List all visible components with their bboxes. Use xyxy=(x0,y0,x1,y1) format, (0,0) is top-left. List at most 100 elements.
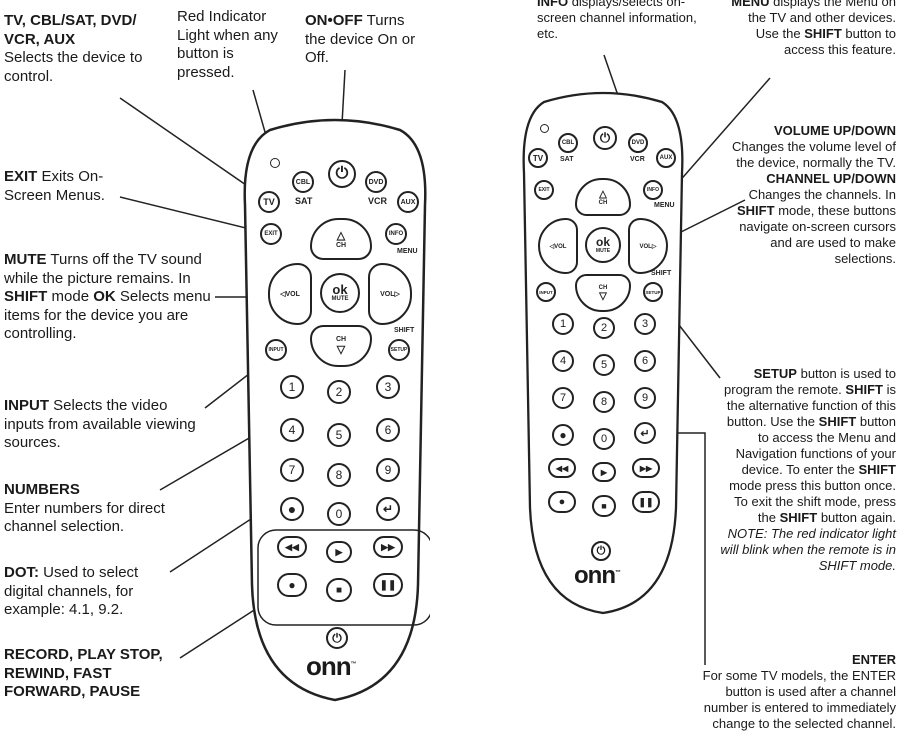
annotation-mute-title: MUTE xyxy=(4,251,47,268)
annotation-on-off-title: ON•OFF xyxy=(305,12,363,29)
digit-3-button[interactable]: 3 xyxy=(376,375,400,399)
remote-large: ⏻ TV CBL SAT DVD VCR AUX EXIT INFO MENU … xyxy=(240,115,430,705)
record-button-small[interactable]: ● xyxy=(548,491,576,513)
volume-down-button[interactable]: ◁VOL xyxy=(268,263,312,325)
pause-button[interactable]: ❚❚ xyxy=(373,573,403,597)
channel-up-label: CH xyxy=(335,242,347,249)
volume-up-label-small: VOL▷ xyxy=(639,243,657,250)
pause-icon-small: ❚❚ xyxy=(638,496,654,507)
digit-7-button[interactable]: 7 xyxy=(280,458,304,482)
annotation-playback: RECORD, PLAY STOP, REWIND, FAST FORWARD,… xyxy=(4,646,179,702)
annotation-mute-ok: OK xyxy=(93,288,116,305)
digit-4-button-small[interactable]: 4 xyxy=(552,350,574,372)
annotation-mute-text3: Selects menu items for the device you ar… xyxy=(4,288,211,342)
pause-button-small[interactable]: ❚❚ xyxy=(632,491,660,513)
aux-button-label: AUX xyxy=(400,198,416,206)
digit-3-button-small[interactable]: 3 xyxy=(634,313,656,335)
rewind-button-small[interactable]: ◀◀ xyxy=(548,458,576,478)
record-icon-small: ● xyxy=(558,496,566,508)
channel-up-button[interactable]: △ CH xyxy=(310,218,372,260)
digit-8-label-small: 8 xyxy=(600,396,608,408)
annotation-channel-title: CHANNEL UP/DOWN xyxy=(766,171,896,186)
digit-2-button-small[interactable]: 2 xyxy=(593,317,615,339)
setup-button[interactable]: SETUP xyxy=(388,339,410,361)
annotation-input: INPUT Selects the video inputs from avai… xyxy=(4,397,204,453)
digit-0-button[interactable]: 0 xyxy=(327,502,351,526)
aux-button-small[interactable]: AUX xyxy=(656,148,676,168)
annotation-setup-shift3: SHIFT xyxy=(858,462,896,477)
power-icon-small: ⏻ xyxy=(599,130,611,145)
enter-arrow-icon-small: ↵ xyxy=(640,427,650,440)
stop-button[interactable]: ■ xyxy=(326,578,352,602)
annotation-device-select-text: Selects the device to control. xyxy=(4,49,143,85)
info-button-small[interactable]: INFO xyxy=(643,180,663,200)
enter-button-small[interactable]: ↵ xyxy=(634,422,656,444)
tv-button-small-label: TV xyxy=(532,153,544,163)
aux-button-small-label: AUX xyxy=(659,155,673,161)
digit-8-button[interactable]: 8 xyxy=(327,463,351,487)
shift-label: SHIFT xyxy=(394,327,415,334)
digit-0-button-small[interactable]: 0 xyxy=(593,428,615,450)
channel-up-icon-small: △ xyxy=(599,188,607,200)
annotation-enter-title: ENTER xyxy=(851,652,896,667)
dvd-button-small[interactable]: DVD xyxy=(628,133,648,153)
dot-button[interactable]: ● xyxy=(280,497,304,521)
ok-mute-button-small[interactable]: ok MUTE xyxy=(585,227,621,263)
exit-button[interactable]: EXIT xyxy=(260,223,282,245)
tv-button-label: TV xyxy=(263,197,275,207)
setup-button-small[interactable]: SETUP xyxy=(643,282,663,302)
input-button[interactable]: INPUT xyxy=(265,339,287,361)
ok-mute-button[interactable]: ok MUTE xyxy=(320,273,360,313)
fast-forward-button[interactable]: ▶▶ xyxy=(373,536,403,558)
volume-up-button[interactable]: VOL▷ xyxy=(368,263,412,325)
digit-6-button-small[interactable]: 6 xyxy=(634,350,656,372)
power-button[interactable]: ⏻ xyxy=(328,160,356,188)
info-button[interactable]: INFO xyxy=(385,223,407,245)
enter-button[interactable]: ↵ xyxy=(376,497,400,521)
power-button-small[interactable]: ⏻ xyxy=(593,126,617,150)
tv-button-small[interactable]: TV xyxy=(528,148,548,168)
digit-6-button[interactable]: 6 xyxy=(376,418,400,442)
fast-forward-button-small[interactable]: ▶▶ xyxy=(632,458,660,478)
volume-down-button-small[interactable]: ◁VOL xyxy=(538,218,578,274)
record-icon: ● xyxy=(288,578,296,592)
cbl-button-small[interactable]: CBL xyxy=(558,133,578,153)
dot-button-small[interactable]: ● xyxy=(552,424,574,446)
dvd-button[interactable]: DVD xyxy=(365,171,387,193)
channel-up-button-small[interactable]: △ CH xyxy=(575,178,631,216)
annotation-exit-text: Exits On-Screen Menus. xyxy=(4,168,105,204)
digit-1-button[interactable]: 1 xyxy=(280,375,304,399)
rewind-button[interactable]: ◀◀ xyxy=(277,536,307,558)
cbl-button-label: CBL xyxy=(295,178,311,186)
input-button-small[interactable]: INPUT xyxy=(536,282,556,302)
cbl-button[interactable]: CBL xyxy=(292,171,314,193)
digit-1-button-small[interactable]: 1 xyxy=(552,313,574,335)
input-button-small-label: INPUT xyxy=(539,289,553,295)
exit-button-small[interactable]: EXIT xyxy=(534,180,554,200)
annotation-mute-text1: Turns off the TV sound while the picture… xyxy=(4,251,202,287)
record-button[interactable]: ● xyxy=(277,573,307,597)
digit-7-button-small[interactable]: 7 xyxy=(552,387,574,409)
digit-9-label-small: 9 xyxy=(641,392,649,404)
tv-button[interactable]: TV xyxy=(258,191,280,213)
digit-5-button[interactable]: 5 xyxy=(327,423,351,447)
stop-button-small[interactable]: ■ xyxy=(592,495,616,517)
play-button[interactable]: ▶ xyxy=(326,541,352,563)
channel-down-label-small: CH xyxy=(598,284,608,291)
aux-button[interactable]: AUX xyxy=(397,191,419,213)
logo-power-icon: ⏻ xyxy=(326,627,348,649)
digit-8-button-small[interactable]: 8 xyxy=(593,391,615,413)
exit-button-label: EXIT xyxy=(264,231,278,237)
digit-9-button[interactable]: 9 xyxy=(376,458,400,482)
exit-button-small-label: EXIT xyxy=(538,187,550,193)
digit-5-label: 5 xyxy=(335,428,343,442)
digit-7-label: 7 xyxy=(288,463,296,477)
annotation-device-select-title: TV, CBL/SAT, DVD/ VCR, AUX xyxy=(4,12,137,48)
digit-2-button[interactable]: 2 xyxy=(327,380,351,404)
sat-label: SAT xyxy=(295,196,313,206)
digit-4-button[interactable]: 4 xyxy=(280,418,304,442)
digit-5-button-small[interactable]: 5 xyxy=(593,354,615,376)
digit-9-button-small[interactable]: 9 xyxy=(634,387,656,409)
enter-arrow-icon: ↵ xyxy=(382,502,394,516)
play-button-small[interactable]: ▶ xyxy=(592,462,616,482)
